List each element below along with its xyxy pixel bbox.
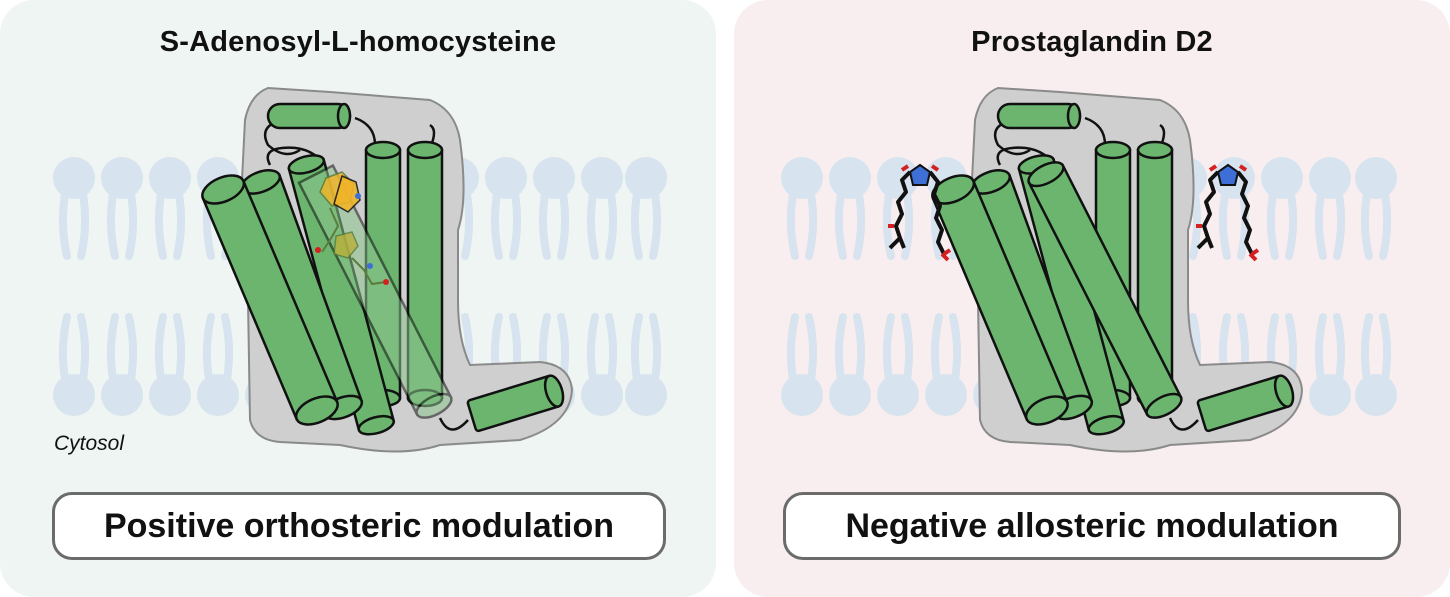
ligand-molecule-icon (888, 163, 952, 262)
left-panel: S-Adenosyl-L-homocysteine Cytosol Positi… (0, 0, 716, 597)
right-panel: Prostaglandin D2 Negative allosteric mod… (734, 0, 1450, 597)
right-diagram (734, 86, 1450, 453)
right-panel-title: Prostaglandin D2 (971, 26, 1213, 58)
gpcr-helix-bundle-icon (931, 102, 1295, 436)
ligand-molecule-icon (1196, 163, 1260, 262)
left-diagram (0, 86, 716, 453)
cytosol-label: Cytosol (54, 432, 125, 455)
left-modulation-label: Positive orthosteric modulation (52, 492, 666, 560)
ligand-molecule-icon (315, 171, 389, 286)
left-panel-title: S-Adenosyl-L-homocysteine (159, 26, 557, 58)
right-modulation-label: Negative allosteric modulation (783, 492, 1401, 560)
